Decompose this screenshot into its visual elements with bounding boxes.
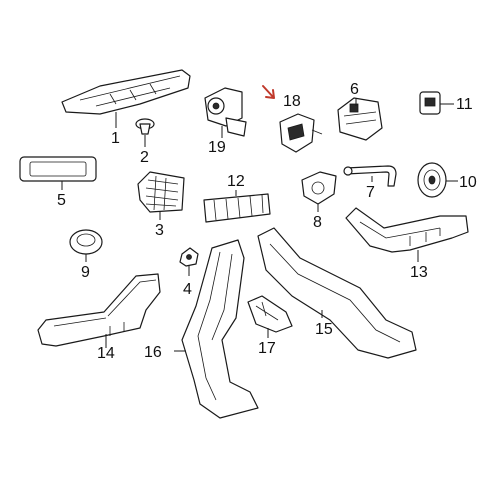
part-5-vent-panel[interactable] bbox=[19, 156, 97, 182]
callout-13: 13 bbox=[410, 264, 428, 281]
part-6-housing[interactable] bbox=[337, 97, 383, 141]
part-15-right-duct[interactable] bbox=[257, 227, 417, 359]
callout-15: 15 bbox=[315, 321, 333, 338]
callout-16: 16 bbox=[144, 344, 162, 361]
highlight-arrow bbox=[262, 85, 275, 99]
part-1-duct-panel[interactable] bbox=[61, 69, 191, 115]
part-13-right-duct[interactable] bbox=[345, 207, 469, 253]
part-11-connector[interactable] bbox=[419, 91, 441, 115]
callout-11: 11 bbox=[456, 96, 473, 113]
callout-18: 18 bbox=[283, 93, 301, 110]
callout-7: 7 bbox=[366, 184, 375, 201]
part-8-valve[interactable] bbox=[301, 171, 337, 205]
part-2-clip[interactable] bbox=[135, 118, 155, 135]
part-7-hose[interactable] bbox=[343, 165, 397, 187]
callout-6: 6 bbox=[350, 81, 359, 98]
part-14-left-duct[interactable] bbox=[37, 273, 161, 347]
part-10-grommet[interactable] bbox=[417, 162, 447, 198]
callout-1: 1 bbox=[111, 130, 120, 147]
callout-5: 5 bbox=[57, 192, 66, 209]
callout-9: 9 bbox=[81, 264, 90, 281]
callout-4: 4 bbox=[183, 281, 192, 298]
callout-19: 19 bbox=[208, 139, 226, 156]
callout-17: 17 bbox=[258, 340, 276, 357]
part-4-fastener[interactable] bbox=[179, 247, 199, 267]
part-9-round-grommet[interactable] bbox=[69, 229, 103, 255]
callout-12: 12 bbox=[227, 173, 245, 190]
part-18-sensor[interactable] bbox=[279, 113, 323, 153]
callout-8: 8 bbox=[313, 214, 322, 231]
callout-14: 14 bbox=[97, 345, 115, 362]
part-3-grille[interactable] bbox=[137, 171, 185, 213]
part-12-louver-vent[interactable] bbox=[203, 193, 271, 223]
callout-10: 10 bbox=[459, 174, 477, 191]
callout-3: 3 bbox=[155, 222, 164, 239]
part-16-center-duct[interactable] bbox=[181, 239, 259, 419]
part-19-actuator[interactable] bbox=[204, 87, 247, 137]
part-17-bracket[interactable] bbox=[247, 295, 293, 333]
callout-2: 2 bbox=[140, 149, 149, 166]
